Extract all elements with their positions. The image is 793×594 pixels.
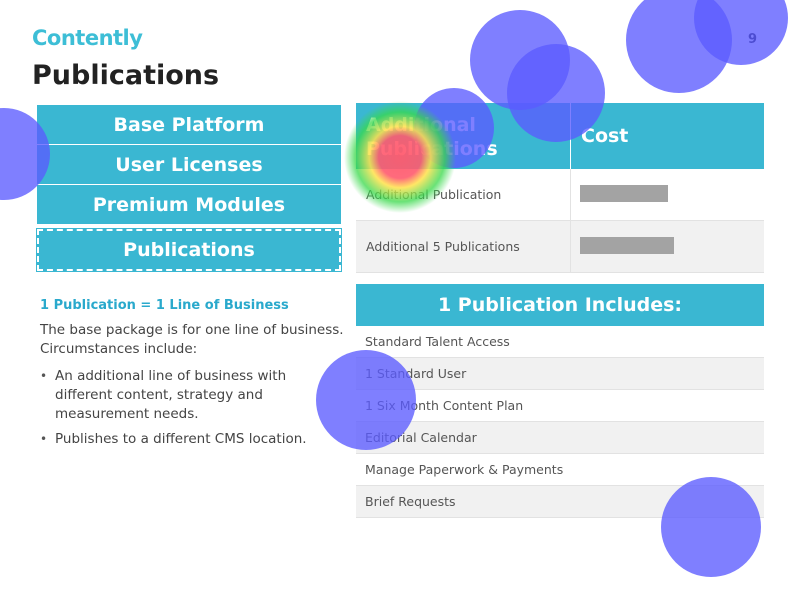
contently-logo: Contently	[32, 26, 143, 50]
list-item: Editorial Calendar	[356, 422, 764, 454]
list-item: 1 Six Month Content Plan	[356, 390, 764, 422]
cost-cell	[571, 236, 764, 257]
page-title: Publications	[32, 60, 220, 91]
cost-cell	[571, 184, 764, 205]
redacted-value	[580, 236, 674, 254]
includes-table: 1 Publication Includes: Standard Talent …	[356, 284, 764, 518]
gaze-circle	[694, 0, 788, 65]
list-item: 1 Standard User	[356, 358, 764, 390]
cost-table: Additional Publications Cost Additional …	[356, 103, 764, 273]
stack-item-user-licenses: User Licenses	[37, 145, 341, 185]
table-row: Additional 5 Publications	[356, 221, 764, 273]
bullet-item: Publishes to a different CMS location.	[40, 430, 330, 449]
stack-item-publications: Publications	[36, 228, 342, 272]
bullet-item: An additional line of business with diff…	[40, 367, 330, 424]
list-item: Standard Talent Access	[356, 326, 764, 358]
page-number: 9	[748, 32, 758, 47]
subheading: 1 Publication = 1 Line of Business	[40, 298, 289, 313]
table-row: Additional Publication	[356, 169, 764, 221]
gaze-circle	[626, 0, 732, 93]
redacted-value	[580, 184, 668, 202]
row-label: Additional 5 Publications	[356, 221, 571, 272]
row-label: Additional Publication	[356, 169, 571, 220]
platform-stack: Base Platform User Licenses Premium Modu…	[36, 105, 342, 272]
header-additional-publications: Additional Publications	[356, 103, 571, 169]
stack-item-base-platform: Base Platform	[37, 105, 341, 145]
list-item: Manage Paperwork & Payments	[356, 454, 764, 486]
bullet-list: An additional line of business with diff…	[40, 367, 330, 455]
header-cost: Cost	[581, 125, 629, 147]
cost-table-header: Additional Publications Cost	[356, 103, 764, 169]
list-item: Brief Requests	[356, 486, 764, 518]
includes-header: 1 Publication Includes:	[356, 284, 764, 326]
gaze-circle	[470, 10, 570, 110]
stack-item-premium-modules: Premium Modules	[37, 185, 341, 225]
body-text: The base package is for one line of busi…	[40, 322, 344, 357]
